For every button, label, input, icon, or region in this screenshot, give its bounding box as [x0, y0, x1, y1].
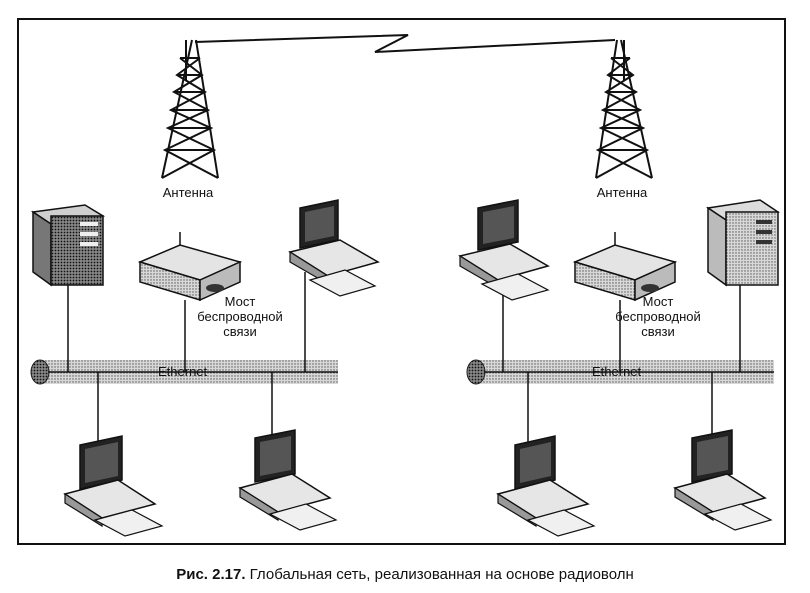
- antenna-tower-left: [161, 39, 219, 179]
- bridge-label-left: Мост беспроводной связи: [185, 294, 295, 339]
- workstation-left-bottom-2: [238, 429, 338, 531]
- server-left: [30, 204, 106, 287]
- ethernet-bus-left: [30, 359, 338, 385]
- bridge-label-left-line3: связи: [223, 324, 257, 339]
- figure-number: Рис. 2.17.: [176, 566, 246, 583]
- workstation-right-bottom-2: [673, 429, 773, 531]
- diagram-frame: [17, 18, 786, 545]
- workstation-right-top: [458, 199, 550, 301]
- bridge-label-left-line2: беспроводной: [197, 309, 283, 324]
- bridge-label-right: Мост беспроводной связи: [603, 294, 713, 339]
- antenna-label-right: Антенна: [596, 185, 648, 200]
- bridge-label-right-line3: связи: [641, 324, 675, 339]
- wireless-link-line: [194, 34, 616, 53]
- workstation-left-bottom-1: [63, 435, 164, 537]
- ethernet-bus-right: [466, 359, 774, 385]
- figure-caption-text: Глобальная сеть, реализованная на основе…: [249, 566, 634, 583]
- server-right: [705, 199, 781, 287]
- workstation-right-bottom-1: [496, 435, 596, 537]
- antenna-label-left: Антенна: [162, 185, 214, 200]
- bridge-device-right: [572, 232, 678, 302]
- bridge-device-left: [137, 232, 243, 302]
- ethernet-label-right: Ethernet: [592, 364, 642, 379]
- bridge-label-right-line1: Мост: [642, 294, 674, 309]
- figure-caption: Рис. 2.17. Глобальная сеть, реализованна…: [0, 566, 810, 583]
- ethernet-label-left: Ethernet: [158, 364, 208, 379]
- workstation-left-top: [288, 199, 380, 297]
- bridge-label-left-line1: Мост: [224, 294, 256, 309]
- antenna-tower-right: [595, 39, 653, 179]
- cable-connections: [67, 272, 741, 448]
- bridge-label-right-line2: беспроводной: [615, 309, 701, 324]
